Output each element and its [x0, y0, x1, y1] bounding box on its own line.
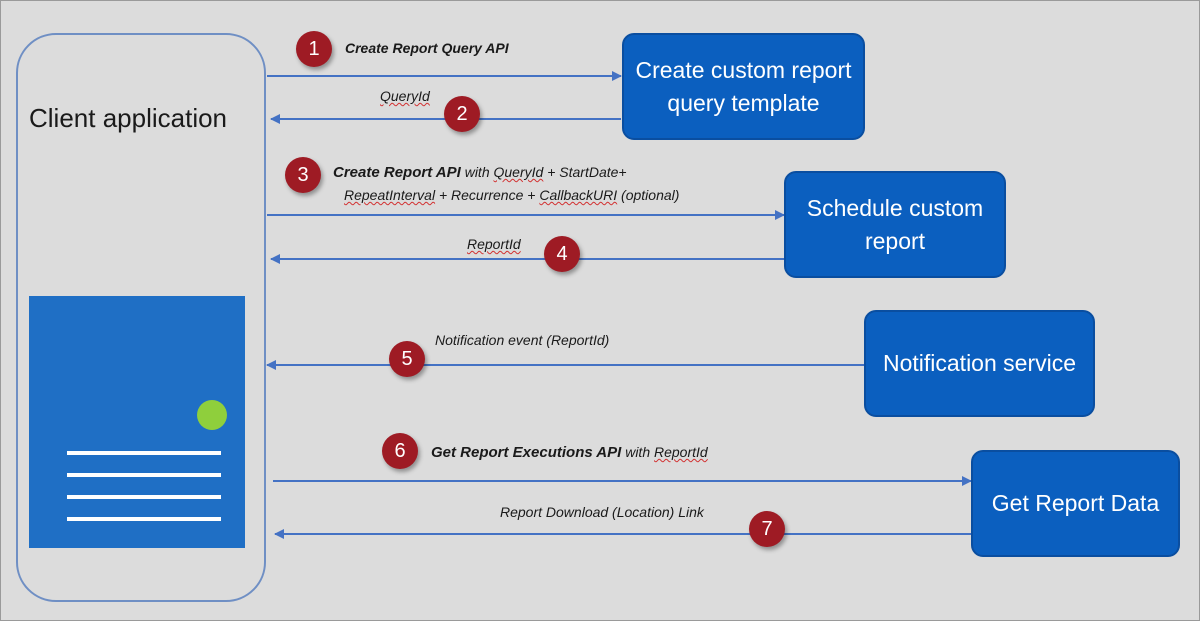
- step-6-with: with: [621, 444, 654, 460]
- step-3-label-line-2: RepeatInterval + Recurrence + CallbackUR…: [344, 187, 679, 203]
- schedule-report-box: Schedule custom report: [784, 171, 1006, 278]
- step-6-label: Get Report Executions API with ReportId: [431, 444, 708, 461]
- status-light-icon: [197, 400, 227, 430]
- step-badge-2: 2: [444, 96, 480, 132]
- step-3-repeat-interval: RepeatInterval: [344, 187, 436, 203]
- step-2-label: QueryId: [380, 88, 430, 104]
- step-3-start-date: + StartDate+: [543, 164, 627, 180]
- step-3-optional: (optional): [617, 187, 680, 203]
- get-report-data-box: Get Report Data: [971, 450, 1180, 557]
- text-line-icon: [67, 473, 221, 477]
- client-application-box: [16, 33, 266, 602]
- step-badge-7: 7: [749, 511, 785, 547]
- step-4-report-id: ReportId: [467, 236, 521, 252]
- step-5-label: Notification event (ReportId): [435, 332, 610, 348]
- text-line-icon: [67, 495, 221, 499]
- step-3-with: with: [460, 164, 494, 180]
- step-3-query-id: QueryId: [493, 164, 544, 180]
- step-3-recurrence: + Recurrence +: [435, 187, 540, 203]
- step-badge-5: 5: [389, 341, 425, 377]
- step-badge-4: 4: [544, 236, 580, 272]
- step-2-query-id: QueryId: [380, 88, 430, 104]
- step-badge-3: 3: [285, 157, 321, 193]
- step-1-label: Create Report Query API: [345, 40, 509, 56]
- client-device-icon: [29, 296, 245, 548]
- get-report-data-label: Get Report Data: [991, 490, 1160, 516]
- step-1-api-name: Create Report Query API: [345, 40, 509, 56]
- client-application-title: Client application: [29, 103, 228, 133]
- step-7-label: Report Download (Location) Link: [500, 504, 704, 520]
- notification-service-label: Notification service: [882, 350, 1077, 376]
- step-6-report-id: ReportId: [654, 444, 708, 460]
- step-3-label-line-1: Create Report API with QueryId + StartDa…: [333, 164, 627, 181]
- step-3-api-name: Create Report API: [333, 164, 461, 181]
- text-line-icon: [67, 517, 221, 521]
- notification-service-box: Notification service: [864, 310, 1095, 417]
- create-query-template-label: Create custom report query template: [635, 56, 852, 116]
- step-3-callback-uri: CallbackURI: [539, 187, 618, 203]
- create-query-template-box: Create custom report query template: [622, 33, 865, 140]
- step-6-api-name: Get Report Executions API: [431, 444, 622, 461]
- text-line-icon: [67, 451, 221, 455]
- schedule-report-label: Schedule custom report: [806, 194, 984, 254]
- step-4-label: ReportId: [467, 236, 521, 252]
- step-badge-6: 6: [382, 433, 418, 469]
- step-badge-1: 1: [296, 31, 332, 67]
